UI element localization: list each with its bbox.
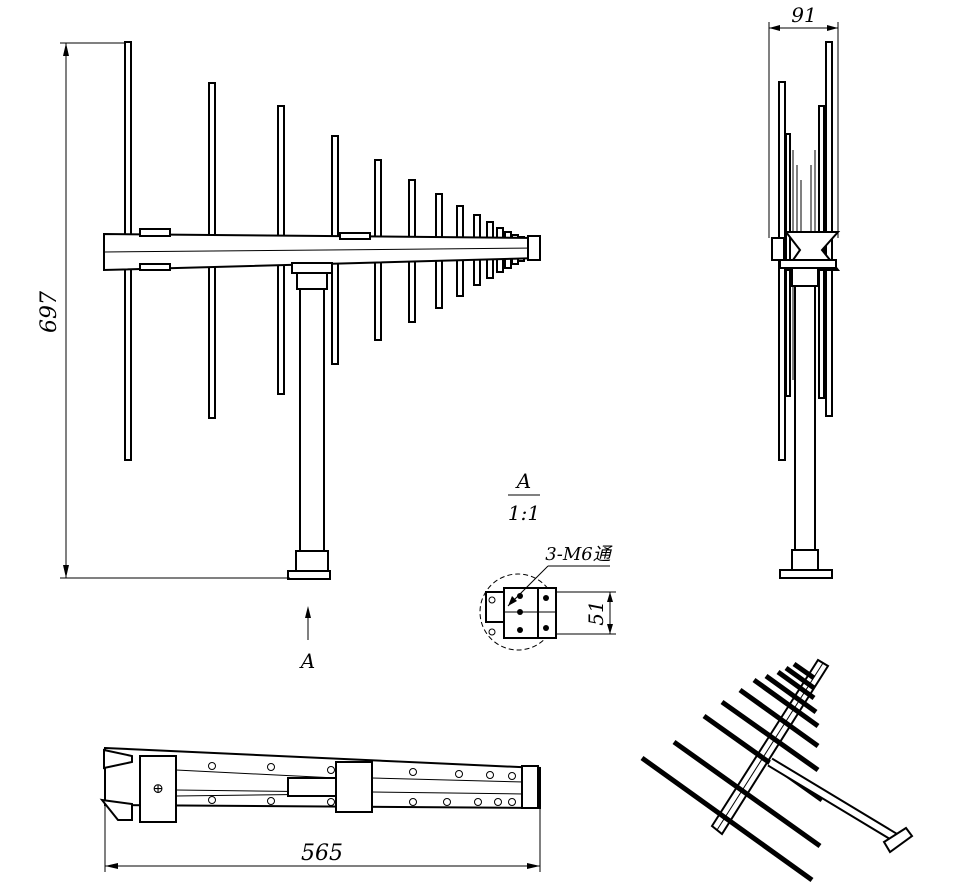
hole-spacing-label: 51 bbox=[584, 600, 608, 625]
height-dimension: 697 bbox=[37, 42, 290, 579]
svg-text:⊕: ⊕ bbox=[152, 781, 164, 797]
mast bbox=[287, 262, 333, 580]
top-view: ⊕ 565 bbox=[99, 746, 541, 872]
front-view: 697 A bbox=[37, 41, 541, 673]
height-label: 697 bbox=[37, 291, 62, 333]
side-view: 91 bbox=[768, 3, 841, 579]
depth-dimension: 91 bbox=[768, 3, 839, 238]
detail-scale: 1:1 bbox=[508, 501, 540, 525]
depth-label: 91 bbox=[791, 3, 816, 27]
hole-note: 3-M6通 bbox=[545, 544, 612, 565]
view-arrow: A bbox=[299, 606, 315, 673]
detail-name: A bbox=[515, 469, 531, 493]
length-dimension: 565 bbox=[104, 805, 541, 872]
isometric-view bbox=[640, 658, 914, 883]
view-arrow-label: A bbox=[299, 649, 315, 673]
detail-a: A 1:1 3-M6通 51 bbox=[479, 469, 616, 651]
length-label: 565 bbox=[301, 841, 343, 866]
